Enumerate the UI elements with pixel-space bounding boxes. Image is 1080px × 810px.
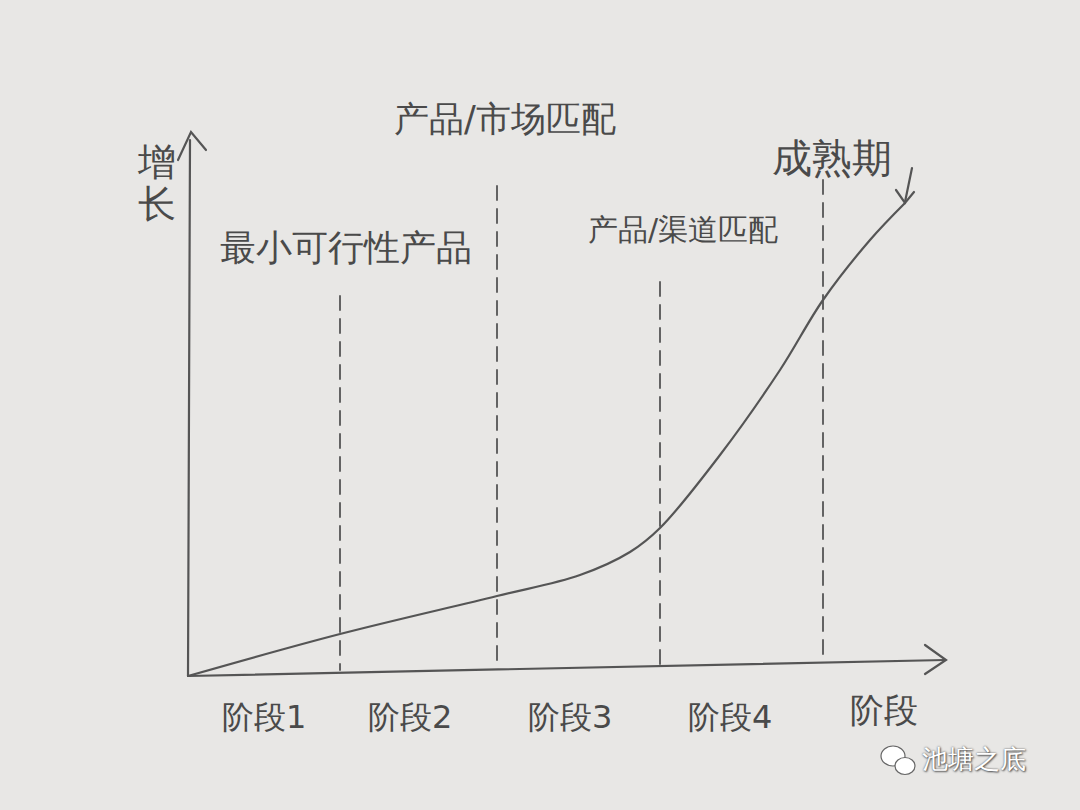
stage-divider	[822, 180, 824, 660]
stage-label: 阶段3	[528, 698, 612, 736]
stage-label: 阶段4	[688, 698, 772, 736]
y-axis-arrowhead	[178, 132, 206, 160]
stage-annotation: 产品/渠道匹配	[588, 212, 778, 248]
stage-divider	[659, 282, 661, 664]
stage-label: 阶段2	[368, 698, 452, 736]
wechat-icon	[881, 746, 915, 775]
x-axis-arrowhead	[925, 645, 946, 674]
watermark: 池塘之底	[922, 744, 1026, 775]
growth-curve	[188, 203, 905, 676]
y-axis	[188, 140, 190, 676]
stage-divider	[339, 296, 341, 670]
stage-annotation: 产品/市场匹配	[394, 98, 616, 140]
stage-divider	[496, 186, 498, 666]
stage-annotation: 成熟期	[772, 134, 892, 182]
stage-label: 阶段1	[222, 698, 306, 736]
axis-title: 阶段	[850, 690, 918, 731]
stage-annotation: 最小可行性产品	[220, 226, 472, 269]
axis-title: 增长	[138, 142, 176, 226]
pointer-arrowhead	[896, 190, 914, 203]
x-axis	[188, 660, 945, 676]
